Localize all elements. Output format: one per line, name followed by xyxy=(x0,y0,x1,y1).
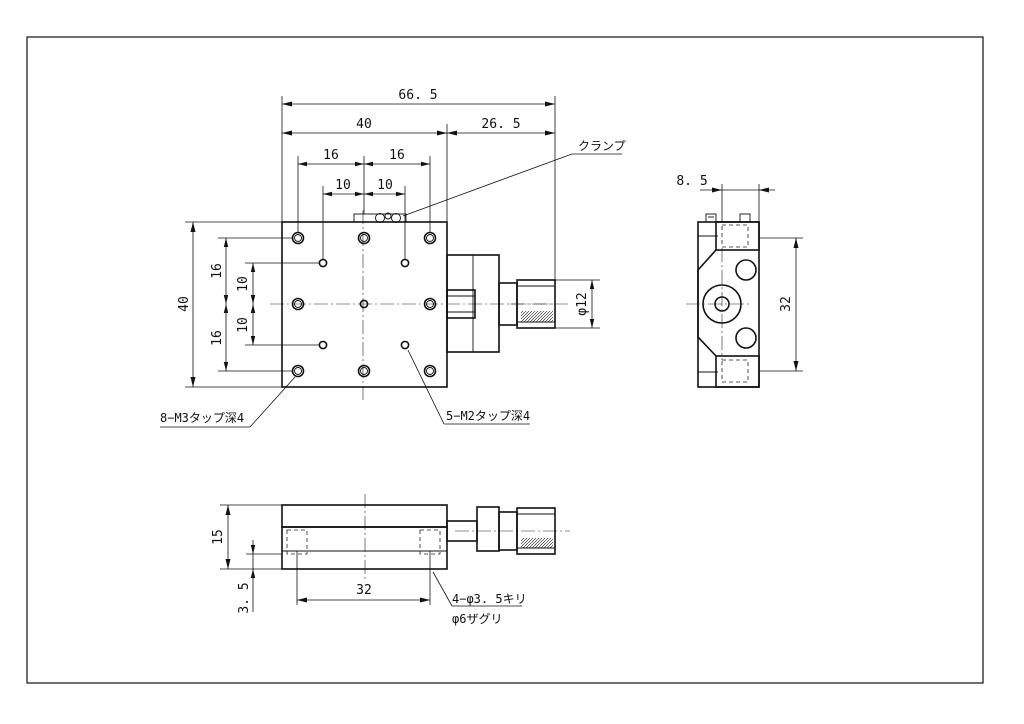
dim-m3-pitch-right: 16 xyxy=(389,148,405,163)
micrometer-housing xyxy=(446,254,518,353)
front-bottom-plate xyxy=(281,526,448,570)
dim-m3-pitch-left: 16 xyxy=(323,148,339,163)
knob-diameter-dimension xyxy=(555,279,600,329)
top-dimensions xyxy=(281,96,556,280)
dim-side-height: 32 xyxy=(779,296,794,312)
dim-stage-depth: 40 xyxy=(177,296,192,312)
dim-m2-pitch-left: 10 xyxy=(335,178,351,193)
dim-m2-pitch-upper: 10 xyxy=(236,276,251,292)
callout-clamp: クランプ xyxy=(578,139,626,153)
callout-m2-taps: 5−M2タップ深4 xyxy=(446,409,530,423)
stage-body xyxy=(281,221,448,388)
knurled-knob xyxy=(510,279,570,329)
dim-front-bottom: 3. 5 xyxy=(237,582,252,613)
side-view: 8. 5 32 xyxy=(676,174,803,388)
callout-counterbore: φ6ザグリ xyxy=(452,612,502,626)
dim-m2-pitch-lower: 10 xyxy=(236,317,251,333)
dim-m2-pitch-right: 10 xyxy=(377,178,393,193)
left-dimensions xyxy=(185,221,319,388)
dim-pitch-upper: 16 xyxy=(210,263,225,279)
m2-tap-holes xyxy=(318,258,410,350)
dim-pitch-lower: 16 xyxy=(210,330,225,346)
dim-side-offset: 8. 5 xyxy=(676,174,707,189)
dim-overall-length: 66. 5 xyxy=(398,88,437,103)
dim-front-height: 15 xyxy=(211,529,226,545)
dim-counterbore-pitch: 32 xyxy=(356,583,372,598)
front-top-plate xyxy=(281,504,448,528)
front-view: 15 3. 5 32 4−φ3. 5キリ φ6ザグリ xyxy=(211,494,570,626)
dim-knob-diameter: φ12 xyxy=(575,292,590,315)
clamp-part xyxy=(353,212,407,223)
drawing-frame xyxy=(26,36,984,684)
callout-m3-taps: 8−M3タップ深4 xyxy=(160,411,244,425)
leaders xyxy=(160,153,622,428)
dim-stage-width: 40 xyxy=(356,117,372,132)
dim-knob-extension: 26. 5 xyxy=(481,117,520,132)
callout-through-holes: 4−φ3. 5キリ xyxy=(452,592,527,606)
top-view: 66. 5 40 26. 5 16 16 10 10 40 16 16 10 1… xyxy=(160,88,626,428)
m3-tap-holes xyxy=(291,231,437,378)
